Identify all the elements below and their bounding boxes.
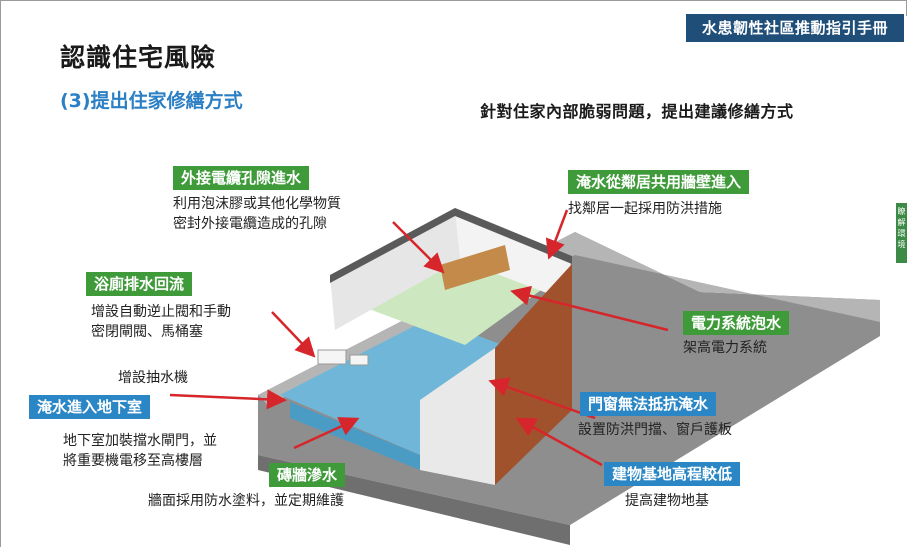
arrow-bathroom: [271, 311, 316, 358]
manual-title-badge: 水患韌性社區推動指引手冊: [686, 14, 904, 42]
summary-statement: 針對住家內部脆弱問題，提出建議修繕方式: [480, 102, 794, 121]
callout-low-foundation-label: 建物基地高程較低: [604, 462, 741, 486]
brick-wall: [420, 264, 572, 485]
arrow-cable: [392, 221, 445, 274]
desc-line: 架高電力系統: [683, 340, 767, 356]
callout-electric-flood-desc: 架高電力系統: [683, 338, 767, 358]
callout-bathroom-backflow-desc: 增設自動逆止閥和手動 密閉閘閥、馬桶塞: [91, 302, 231, 342]
arrow-brick: [293, 417, 360, 450]
page-title: 認識住宅風險: [60, 43, 217, 72]
callout-shared-wall-label: 淹水從鄰居共用牆壁進入: [568, 170, 750, 194]
desc-line: 設置防洪門擋、窗戶護板: [578, 422, 732, 438]
callout-door-window-desc: 設置防洪門擋、窗戶護板: [578, 420, 732, 440]
callout-cable-gap-desc: 利用泡沫膠或其他化學物質 密封外接電纜造成的孔隙: [173, 194, 341, 234]
callout-basement-flood-desc: 地下室加裝擋水閘門，並 將重要機電移至高樓層: [63, 431, 217, 471]
arrow-basement: [169, 389, 287, 410]
desc-line: 將重要機電移至高樓層: [63, 453, 203, 469]
desc-line: 地下室加裝擋水閘門，並: [63, 433, 217, 449]
red-arrows: [169, 209, 669, 467]
desc-line: 密封外接電纜造成的孔隙: [173, 216, 327, 232]
arrow-electric: [510, 285, 669, 332]
kitchen-counter: [440, 245, 510, 290]
callout-bathroom-backflow-label: 浴廁排水回流: [86, 272, 193, 296]
arrow-shared-wall: [545, 209, 569, 260]
callout-basement-flood-label: 淹水進入地下室: [29, 395, 151, 419]
callout-electric-flood-label: 電力系統泡水: [683, 311, 790, 335]
desc-line: 密閉閘閥、馬桶塞: [91, 324, 203, 340]
desc-line: 利用泡沫膠或其他化學物質: [173, 196, 341, 212]
callout-door-window-label: 門窗無法抵抗淹水: [580, 392, 717, 416]
desc-line: 增設自動逆止閥和手動: [91, 304, 231, 320]
page-subtitle: (3)提出住家修繕方式: [60, 90, 243, 112]
callout-basement-pump: 增設抽水機: [118, 368, 188, 388]
desc-line: 找鄰居一起採用防洪措施: [568, 201, 722, 217]
arrow-foundation: [515, 417, 603, 467]
back-wall: [330, 208, 572, 330]
bathroom-fixture: [317, 349, 369, 366]
callout-shared-wall-desc: 找鄰居一起採用防洪措施: [568, 199, 722, 219]
page-frame-left: [0, 0, 1, 547]
desc-line: 增設抽水機: [118, 370, 188, 386]
callout-brick-seepage-desc: 牆面採用防水塗料，並定期維護: [148, 491, 344, 511]
side-tab-understand-environment[interactable]: 瞭解環境: [896, 203, 907, 263]
desc-line: 提高建物地基: [625, 493, 709, 509]
callout-low-foundation-desc: 提高建物地基: [625, 491, 709, 511]
desc-line: 牆面採用防水塗料，並定期維護: [148, 493, 344, 509]
callout-brick-seepage-label: 磚牆滲水: [269, 463, 346, 487]
callout-cable-gap-label: 外接電纜孔隙進水: [173, 166, 310, 190]
arrow-door: [488, 377, 596, 420]
